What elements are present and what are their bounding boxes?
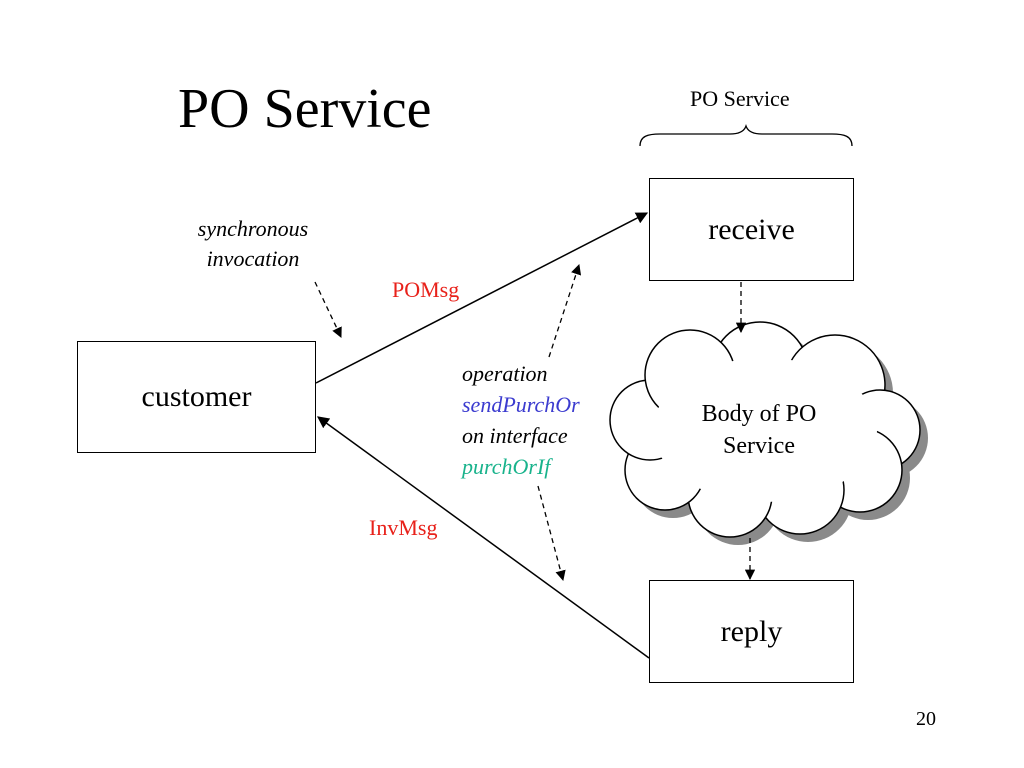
cloud-label: Body of PO Service — [701, 401, 817, 459]
operation-line3: on interface — [462, 423, 568, 448]
pomsg-arrow — [315, 212, 649, 384]
operation-pointer-up — [548, 264, 582, 358]
customer-box: customer — [77, 341, 316, 453]
pomsg-label: POMsg — [392, 277, 460, 302]
reply-box: reply — [649, 580, 854, 683]
operation-name: sendPurchOr — [462, 392, 580, 417]
operation-annotation: operation sendPurchOr on interface purch… — [462, 358, 580, 482]
interface-name: purchOrIf — [462, 454, 551, 479]
operation-line1: operation — [462, 361, 548, 386]
slide-title: PO Service — [178, 78, 432, 140]
sync-pointer — [314, 281, 342, 338]
customer-label: customer — [141, 380, 252, 413]
invmsg-arrow — [317, 416, 650, 659]
service-brace — [639, 123, 853, 147]
cloud-fill — [653, 358, 877, 502]
sync-line2: invocation — [206, 246, 300, 271]
sync-annotation: synchronous invocation — [178, 214, 328, 274]
page-number: 20 — [916, 708, 936, 730]
operation-pointer-down — [537, 485, 566, 582]
receive-label: receive — [708, 212, 795, 246]
receive-box: receive — [649, 178, 854, 281]
sync-line1: synchronous — [197, 216, 309, 241]
brace-label: PO Service — [690, 86, 790, 111]
reply-label: reply — [720, 614, 783, 648]
invmsg-label: InvMsg — [369, 515, 438, 540]
